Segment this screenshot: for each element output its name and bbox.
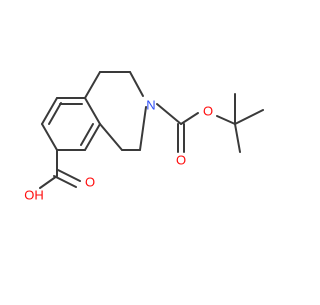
bond-single [156,103,182,125]
hydroxyl-label-acid: OH [24,187,44,202]
bond-aromatic [84,123,101,151]
bond-single [180,112,199,125]
bond-single [39,175,58,189]
atom-labels: N O O O OH [24,97,213,202]
bond-aromatic-inner [80,123,94,146]
oxygen-label-ester-ether: O [203,103,213,118]
bond-single [216,115,236,125]
bond-single [99,123,123,151]
bond-aromatic [41,97,58,125]
bonds [39,71,264,189]
bond-single [129,71,144,97]
bond-aromatic [41,123,58,151]
bond-single [139,106,147,151]
bond-single [234,123,241,153]
oxygen-label-acid-carbonyl: O [85,174,95,189]
bond-aromatic [84,97,101,125]
bond-double [53,175,77,188]
oxygen-label-ester-carbonyl: O [176,152,186,167]
bond-double [57,169,81,182]
bond-single [234,109,264,125]
bond-aromatic-inner [48,102,62,125]
molecule-structure: N O O O OH [24,71,264,202]
structure-canvas: N O O O OH [24,71,264,202]
bond-single [84,71,101,99]
nitrogen-label: N [146,97,155,112]
